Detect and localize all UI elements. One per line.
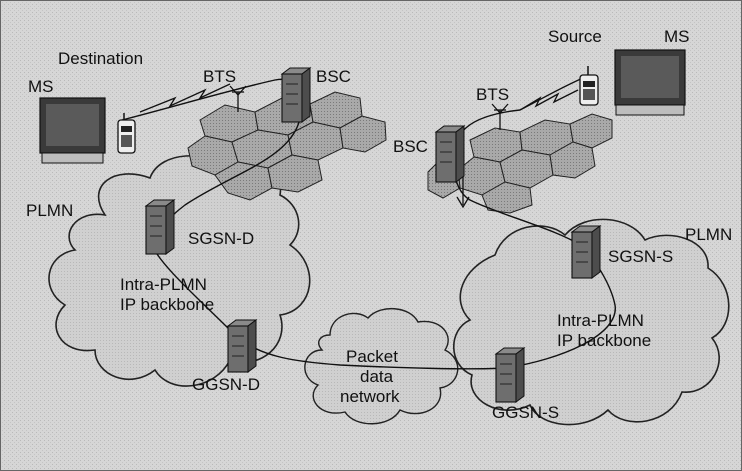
ms-left-computer-icon <box>39 97 106 164</box>
bts-right-antenna-icon <box>491 103 509 130</box>
ms-right-label: MS <box>664 27 690 46</box>
sgsn-d-label: SGSN-D <box>188 229 254 248</box>
ggsn-s-server-icon <box>494 347 526 403</box>
source-label: Source <box>548 27 602 46</box>
bsc-left-server-icon <box>280 67 312 123</box>
plmn-left-label: PLMN <box>26 201 73 220</box>
bts-left-label: BTS <box>203 67 236 86</box>
plmn-right-label: PLMN <box>685 225 732 244</box>
handset-left-icon <box>117 113 136 154</box>
handset-right-icon <box>579 66 599 106</box>
ggsn-d-server-icon <box>226 319 258 373</box>
ms-left-label: MS <box>28 77 54 96</box>
ggsn-d-label: GGSN-D <box>192 375 260 394</box>
backbone-right-label-line2: IP backbone <box>557 331 651 350</box>
sgsn-s-label: SGSN-S <box>608 247 673 266</box>
sgsn-d-server-icon <box>144 199 176 255</box>
ms-right-computer-icon <box>614 49 686 116</box>
bts-right-label: BTS <box>476 85 509 104</box>
bts-left-antenna-icon <box>229 85 247 112</box>
radio-link-right <box>519 89 579 111</box>
backbone-left-label-line1: Intra-PLMN <box>120 275 207 294</box>
data-path-line <box>121 74 616 370</box>
bsc-right-label: BSC <box>393 137 428 156</box>
destination-label: Destination <box>58 49 143 68</box>
ggsn-s-label: GGSN-S <box>492 403 559 422</box>
packet-data-network-label-line3: network <box>340 387 400 406</box>
radio-link-left <box>139 83 231 113</box>
bsc-left-label: BSC <box>316 67 351 86</box>
sgsn-s-server-icon <box>570 225 602 279</box>
bsc-right-server-icon <box>434 125 466 183</box>
packet-data-network-label-line2: data <box>360 367 394 386</box>
packet-data-network-label-line1: Packet <box>346 347 398 366</box>
backbone-right-label-line1: Intra-PLMN <box>557 311 644 330</box>
backbone-left-label-line2: IP backbone <box>120 295 214 314</box>
packet-data-network-cloud <box>304 307 459 425</box>
left-cell-grid <box>187 91 387 201</box>
